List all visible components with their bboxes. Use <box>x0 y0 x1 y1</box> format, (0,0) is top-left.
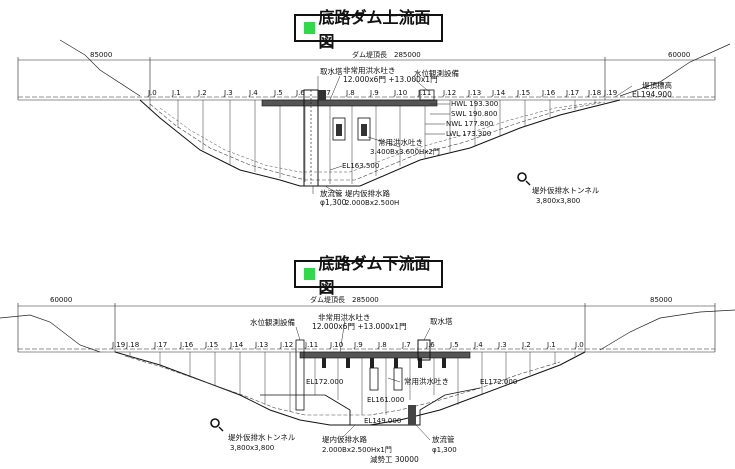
upstream-joint-label: J.3 <box>223 89 233 97</box>
upstream-joint-label: J.1 <box>171 89 181 97</box>
upstream-title-box: 底路ダム上流面図 <box>294 8 443 51</box>
downstream-tunnel-spec: 3,800x3,800 <box>230 444 274 452</box>
downstream-gauge-label: 水位観測設備 <box>250 317 295 327</box>
downstream-outlet-spec: φ1,300 <box>432 446 457 454</box>
upstream-tunnel-icon <box>517 172 527 182</box>
downstream-joint-label: J.2 <box>521 341 531 349</box>
downstream-joint-label: J.7 <box>401 341 411 349</box>
downstream-joint-label: J.17 <box>153 341 167 349</box>
downstream-joint-label: J.16 <box>179 341 194 349</box>
upstream-joint-label: J.9 <box>369 89 379 97</box>
upstream-outlet-label: 放流管 <box>320 188 343 198</box>
upstream-view: 85000 60000 ダム堤頂長 285000 <box>17 39 731 207</box>
downstream-view: 60000 85000 ダム堤頂長 285000 <box>0 295 735 464</box>
downstream-outlet-label: 放流管 <box>432 434 455 444</box>
downstream-basin-label: 減勢工 30000 <box>370 454 419 464</box>
downstream-joint-label: J.10 <box>329 341 343 349</box>
upstream-base-elev: EL163.500 <box>342 162 379 170</box>
upstream-lwl: LWL 173.300 <box>446 130 491 138</box>
upstream-outlet-spec: φ1,300 <box>320 198 347 207</box>
upstream-joint-label: J.5 <box>273 89 283 97</box>
downstream-joint-label: J.5 <box>449 341 459 349</box>
green-square-icon <box>304 268 315 280</box>
upstream-inner-drain-spec: 2.000Bx2.500H <box>345 199 399 207</box>
downstream-joint-label: J.0 <box>574 341 584 349</box>
downstream-intake-label: 取水塔 <box>430 316 453 326</box>
upstream-joint-label: J.0 <box>147 89 157 97</box>
downstream-joint-label: J.13 <box>254 341 268 349</box>
upstream-swl: SWL 190.800 <box>451 110 497 118</box>
downstream-normal-spill-label: 常用洪水吐き <box>404 376 449 386</box>
upstream-hwl: HWL 193.300 <box>451 100 498 108</box>
downstream-joint-label: J.9 <box>353 341 363 349</box>
upstream-joint-labels: J.0 J.1 J.2 J.3 J.4 J.5 J.6 J.7 J.8 J.9 … <box>147 89 617 97</box>
upstream-joint-label: J.18 <box>587 89 601 97</box>
upstream-title: 底路ダム上流面図 <box>318 8 431 51</box>
upstream-joint-label: J.17 <box>565 89 579 97</box>
upstream-joint-label: J.12 <box>442 89 456 97</box>
downstream-joint-label: J.4 <box>473 341 483 349</box>
downstream-joint-label: J.15 <box>204 341 218 349</box>
upstream-joint-label: J.2 <box>197 89 207 97</box>
upstream-joint-label: J.14 <box>491 89 506 97</box>
green-square-icon <box>304 22 315 34</box>
downstream-el-right: EL172.000 <box>480 378 517 386</box>
upstream-normal-spill-label: 常用洪水吐き <box>378 137 423 147</box>
upstream-tunnel-spec: 3,800x3,800 <box>536 197 580 205</box>
upstream-joint-label: J.6 <box>295 89 305 97</box>
upstream-crest-length: ダム堤頂長 285000 <box>352 50 421 59</box>
downstream-el-mid: EL161.000 <box>367 396 404 404</box>
downstream-spillway-label: 非常用洪水吐き <box>318 312 371 322</box>
upstream-left-dim: 85000 <box>90 51 112 59</box>
upstream-joint-label: J.11 <box>417 89 431 97</box>
upstream-right-dim: 60000 <box>668 51 690 59</box>
upstream-joint-label: J.13 <box>467 89 481 97</box>
upstream-intake-label: 取水塔 <box>320 66 343 76</box>
downstream-tunnel-icon <box>210 418 220 428</box>
upstream-joint-label: J.10 <box>393 89 407 97</box>
upstream-spillway-label: 非常用洪水吐き <box>343 65 396 75</box>
upstream-crest-elev: EL194.900 <box>632 90 672 99</box>
upstream-joint-label: J.16 <box>541 89 556 97</box>
upstream-spillway-spec: 12.000x6門 +13.000x1門 <box>343 75 438 84</box>
upstream-tunnel-label: 堤外仮排水トンネル <box>532 185 600 195</box>
downstream-title: 底路ダム下流面図 <box>318 254 431 297</box>
upstream-joint-label: J.8 <box>345 89 355 97</box>
downstream-tunnel-label: 堤外仮排水トンネル <box>228 432 296 442</box>
downstream-joint-label: J.8 <box>377 341 387 349</box>
downstream-right-dim: 85000 <box>650 296 672 304</box>
downstream-inner-drain-label: 堤内仮排水路 <box>322 434 367 444</box>
upstream-inner-drain-label: 堤内仮排水路 <box>345 188 390 198</box>
downstream-joint-label: J.12 <box>279 341 293 349</box>
downstream-joint-label: J.19 <box>111 341 125 349</box>
upstream-joint-label: J.15 <box>516 89 530 97</box>
upstream-joint-label: J.4 <box>248 89 258 97</box>
upstream-joint-label: J.19 <box>603 89 617 97</box>
downstream-joint-label: J.11 <box>304 341 318 349</box>
downstream-el-left: EL172.000 <box>306 378 343 386</box>
downstream-crest-length: ダム堤頂長 285000 <box>310 295 379 304</box>
downstream-joint-label: J.14 <box>229 341 244 349</box>
upstream-normal-spill-spec: 3.400Bx3.600Hx2門 <box>370 148 440 156</box>
upstream-crest-elev-label: 堤頂標高 <box>642 80 672 90</box>
downstream-left-dim: 60000 <box>50 296 72 304</box>
downstream-spillway-spec: 12.000x6門 +13.000x1門 <box>312 322 407 331</box>
downstream-joint-label: J.18 <box>125 341 139 349</box>
downstream-inner-drain-spec: 2.000Bx2.500Hx1門 <box>322 446 392 454</box>
downstream-title-box: 底路ダム下流面図 <box>294 254 443 297</box>
downstream-joint-label: J.3 <box>497 341 507 349</box>
upstream-gauge-label: 水位観測設備 <box>414 68 459 78</box>
upstream-nwl: NWL 177.800 <box>446 120 493 128</box>
downstream-joint-label: J.1 <box>546 341 556 349</box>
downstream-el-low: EL149.000 <box>364 417 401 425</box>
downstream-joint-labels: J.19 J.18 J.17 J.16 J.15 J.14 J.13 J.12 … <box>111 341 584 349</box>
